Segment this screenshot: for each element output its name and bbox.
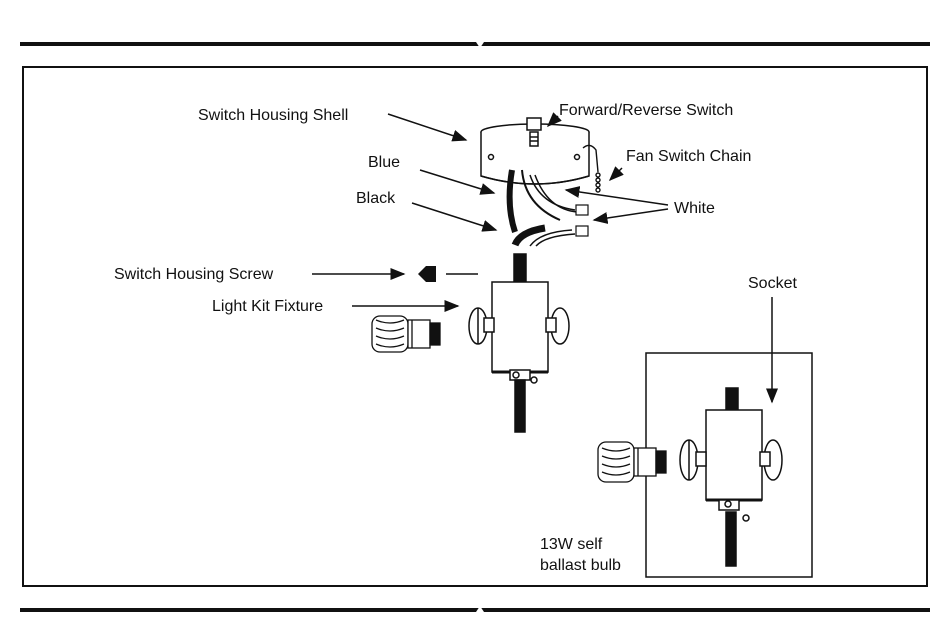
label-switch-housing-screw: Switch Housing Screw — [114, 266, 274, 283]
label-light-kit-fixture: Light Kit Fixture — [212, 298, 323, 315]
label-switch-housing-shell: Switch Housing Shell — [198, 107, 348, 124]
fixture-socket-left — [469, 308, 494, 344]
label-bulb-line2: ballast bulb — [540, 557, 621, 574]
fixture-socket-right — [546, 308, 569, 344]
label-white: White — [674, 200, 715, 217]
light-kit-fixture — [492, 254, 548, 432]
label-blue: Blue — [368, 154, 400, 171]
label-socket: Socket — [748, 275, 797, 292]
label-forward-reverse-switch: Forward/Reverse Switch — [559, 102, 733, 119]
cfl-bulb-inset — [598, 442, 666, 482]
label-bulb-line1: 13W self — [540, 536, 603, 553]
label-black: Black — [356, 190, 396, 207]
label-fan-switch-chain: Fan Switch Chain — [626, 148, 751, 165]
cfl-bulb-main — [372, 316, 440, 352]
switch-housing-screw — [418, 266, 478, 282]
